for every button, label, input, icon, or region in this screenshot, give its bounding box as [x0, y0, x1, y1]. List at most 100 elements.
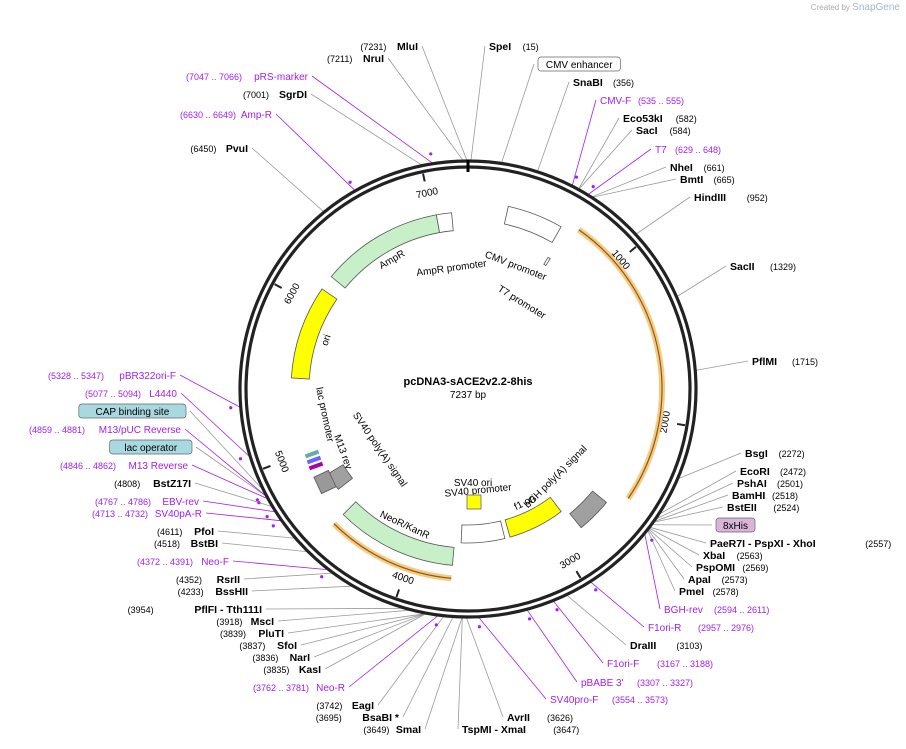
- site-ecori[interactable]: EcoRI(2472): [740, 466, 806, 478]
- site-l4440[interactable]: L4440(5077 .. 5094): [85, 389, 177, 400]
- site-neo-r[interactable]: Neo-R(3762 .. 3781): [253, 683, 345, 694]
- site-position: (7047 .. 7066): [186, 72, 242, 82]
- site-prs-marker[interactable]: pRS-marker(7047 .. 7066): [186, 72, 309, 83]
- site-8xhis[interactable]: 8xHis: [715, 517, 756, 533]
- site-name: SfoI: [277, 640, 297, 652]
- site-f1ori-r[interactable]: F1ori-R(2957 .. 2976): [648, 623, 754, 634]
- feature-sv40-promoter[interactable]: [460, 520, 506, 544]
- site-bamhi[interactable]: BamHI(2518): [732, 490, 798, 502]
- site-pbr322ori-f[interactable]: pBR322ori-F(5328 .. 5347): [48, 371, 176, 382]
- site-pfoi[interactable]: PfoI(4611): [157, 526, 214, 538]
- site-position: (15): [523, 42, 539, 52]
- primer-mark-ebv-rev: [265, 515, 269, 519]
- site-position: (3649): [363, 725, 389, 735]
- site-rsrii[interactable]: RsrII(4352): [176, 574, 240, 586]
- site-name: EBV-rev: [162, 497, 199, 508]
- site-bsshii[interactable]: BssHII(4233): [178, 586, 248, 598]
- feature-f1-ori[interactable]: [504, 496, 562, 538]
- credit-prefix: Created by: [810, 3, 850, 12]
- site-nari[interactable]: NarI(3836): [252, 652, 310, 664]
- primer-mark-prs-marker: [429, 152, 433, 156]
- site-msci[interactable]: MscI(3918): [216, 616, 274, 628]
- site-name: F1ori-F: [607, 659, 639, 670]
- site-bstz17i[interactable]: BstZ17I(4808): [114, 478, 191, 490]
- site-snabi[interactable]: SnaBI(356): [573, 77, 634, 89]
- site-smai[interactable]: SmaI(3649): [363, 724, 421, 736]
- site-position: (2272): [779, 449, 805, 459]
- leader-line-pfoi: [217, 530, 295, 539]
- site-m13-reverse[interactable]: M13 Reverse(4846 .. 4862): [60, 461, 188, 472]
- leader-line-tspmi-xmai: [457, 617, 463, 730]
- site-spei[interactable]: SpeI(15): [489, 41, 539, 53]
- site-f1ori-f[interactable]: F1ori-F(3167 .. 3188): [607, 659, 713, 670]
- ring-tick-label: 3000: [558, 551, 583, 572]
- plasmid-length: 7237 bp: [450, 390, 487, 401]
- site-hindiii[interactable]: HindIII(952): [694, 192, 768, 204]
- feature-cmv-promoter[interactable]: [503, 205, 562, 243]
- site-sv40pro-f[interactable]: SV40pro-F(3554 .. 3573): [550, 695, 668, 706]
- site-m13-puc-reverse[interactable]: M13/pUC Reverse(4859 .. 4881): [29, 425, 181, 436]
- site-bgh-rev[interactable]: BGH-rev(2594 .. 2611): [664, 605, 769, 616]
- site-bstbi[interactable]: BstBI(4518): [154, 538, 218, 550]
- feature-bgh-poly-a-signal[interactable]: [569, 490, 608, 529]
- site-name: MluI: [397, 41, 418, 53]
- site-pflfi-tth111i[interactable]: PflFI - Tth111I(3954): [128, 604, 262, 616]
- site-mlui[interactable]: MluI(7231): [360, 41, 418, 53]
- site-tspmi-xmai[interactable]: TspMI - XmaI(3647): [462, 724, 579, 736]
- site-avrii[interactable]: AvrII(3626): [507, 712, 573, 724]
- site-cap-binding-site[interactable]: CAP binding site: [78, 403, 187, 419]
- site-sv40pa-r[interactable]: SV40pA-R(4713 .. 4732): [92, 509, 202, 520]
- feature-label-cmv-promoter: CMV promoter: [483, 249, 548, 283]
- site-pflmi[interactable]: PflMI(1715): [752, 356, 818, 368]
- primer-mark-cmv-f: [574, 175, 579, 179]
- site-eagi[interactable]: EagI(3742): [316, 700, 374, 712]
- leader-line-nari: [313, 613, 426, 658]
- site-name: PluTI: [258, 628, 284, 640]
- site-kasi[interactable]: KasI(3835): [263, 664, 321, 676]
- site-bsgi[interactable]: BsgI(2272): [745, 448, 805, 460]
- feature-label-ori: ori: [320, 333, 334, 347]
- site-nrui[interactable]: NruI(7211): [327, 53, 384, 65]
- site-name: PflFI - Tth111I: [194, 604, 262, 616]
- site-position: (952): [747, 193, 768, 203]
- site-eco53ki[interactable]: Eco53kI(582): [623, 113, 697, 125]
- site-pmei[interactable]: PmeI(2578): [679, 586, 739, 598]
- feature-ampr-promoter[interactable]: [435, 212, 454, 234]
- site-pshai[interactable]: PshAI(2501): [737, 478, 803, 490]
- site-ebv-rev[interactable]: EBV-rev(4767 .. 4786): [95, 497, 199, 508]
- site-cmv-f[interactable]: CMV-F(535 .. 555): [600, 96, 684, 107]
- site-neo-f[interactable]: Neo-F(4372 .. 4391): [137, 557, 229, 568]
- site-sgrdi[interactable]: SgrDI(7001): [243, 89, 307, 101]
- site-saci[interactable]: SacI(584): [636, 125, 691, 137]
- site-lac-operator[interactable]: lac operator: [109, 439, 193, 455]
- feature-neor-kanr[interactable]: [342, 501, 455, 566]
- site-bsteii[interactable]: BstEII(2524): [727, 502, 799, 514]
- site-bsabi[interactable]: BsaBI *(3695): [316, 712, 400, 724]
- site-pspomi[interactable]: PspOMI(2569): [696, 562, 768, 574]
- backbone-inner-ring: [244, 165, 692, 613]
- primer-mark-l4440: [238, 457, 243, 461]
- site-name: SgrDI: [279, 89, 307, 101]
- site-pluti[interactable]: PluTI(3839): [220, 628, 284, 640]
- site-sacii[interactable]: SacII(1329): [730, 261, 796, 273]
- site-sfoi[interactable]: SfoI(3837): [239, 640, 297, 652]
- site-nhei[interactable]: NheI(661): [670, 162, 725, 174]
- leader-line-sgrdi: [310, 93, 422, 166]
- leader-line-eagi: [377, 616, 444, 706]
- primer-mark-t7: [591, 184, 595, 189]
- site-pvui[interactable]: PvuI(6450): [190, 143, 248, 155]
- site-paer7i-pspxi-xhoi[interactable]: PaeR7I - PspXI - XhoI(2557): [710, 538, 891, 550]
- site-xbai[interactable]: XbaI(2563): [703, 550, 763, 562]
- site-cmv-enhancer[interactable]: CMV enhancer: [537, 56, 621, 72]
- site-bmti[interactable]: BmtI(665): [680, 174, 735, 186]
- site-draiii[interactable]: DraIII(3103): [630, 640, 702, 652]
- sace2v2-2-arc-line: [578, 229, 663, 499]
- primer-mark-m13-puc-reverse: [255, 498, 259, 502]
- feature-t7-promoter[interactable]: [543, 256, 551, 267]
- site-name: NruI: [363, 53, 384, 65]
- site-amp-r[interactable]: Amp-R(6630 .. 6649): [180, 110, 272, 121]
- site-pbabe-3[interactable]: pBABE 3'(3307 .. 3327): [581, 678, 693, 689]
- site-apai[interactable]: ApaI(2573): [688, 574, 748, 586]
- feature-ori[interactable]: [290, 288, 338, 380]
- site-t7[interactable]: T7(629 .. 648): [655, 145, 721, 156]
